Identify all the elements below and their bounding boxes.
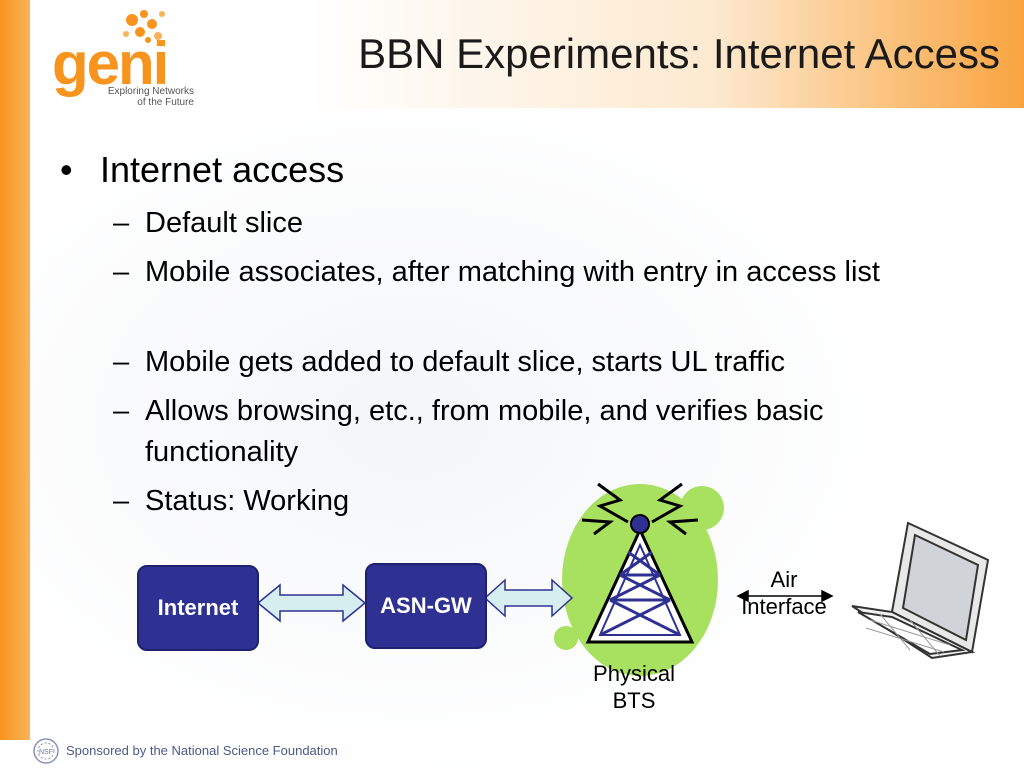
footer-sponsor: Sponsored by the National Science Founda… bbox=[66, 743, 338, 758]
bts-tower-icon bbox=[585, 526, 695, 644]
internet-asngw-arrow bbox=[256, 583, 367, 623]
logo-tagline: Exploring Networks of the Future bbox=[94, 86, 194, 108]
logo-tagline-line2: of the Future bbox=[137, 97, 194, 108]
antenna-tip-icon bbox=[630, 514, 650, 534]
nsf-seal-icon: NSF bbox=[33, 738, 59, 764]
asngw-box: ASN-GW bbox=[365, 563, 487, 649]
signal-bolt-icon bbox=[581, 482, 699, 536]
laptop-icon bbox=[851, 521, 990, 660]
left-accent-bar bbox=[0, 0, 30, 740]
bts-green-dot-large bbox=[680, 486, 724, 530]
bts-label-line2: BTS bbox=[612, 688, 656, 713]
logo-dots-icon bbox=[123, 10, 165, 43]
internet-box: Internet bbox=[137, 565, 259, 651]
asngw-box-label: ASN-GW bbox=[380, 593, 472, 618]
geni-logo: geni Exploring Networks of the Future bbox=[52, 6, 194, 108]
bts-green-dot-small bbox=[554, 626, 578, 650]
asngw-bts-arrow bbox=[483, 578, 574, 618]
bts-label: Physical BTS bbox=[574, 660, 694, 714]
bts-label-line1: Physical bbox=[593, 661, 675, 686]
air-label-line1: Air bbox=[770, 567, 798, 592]
internet-box-label: Internet bbox=[157, 595, 239, 620]
header-band bbox=[0, 0, 1024, 108]
air-interface-arrow bbox=[736, 589, 834, 603]
nsf-seal-text: NSF bbox=[39, 749, 53, 756]
air-label-line2: Interface bbox=[741, 594, 827, 619]
logo-tagline-line1: Exploring Networks bbox=[107, 86, 194, 97]
air-interface-label: Air Interface bbox=[730, 566, 838, 620]
slide-title: BBN Experiments: Internet Access bbox=[358, 30, 1000, 77]
logo-wordmark: geni bbox=[52, 30, 169, 97]
